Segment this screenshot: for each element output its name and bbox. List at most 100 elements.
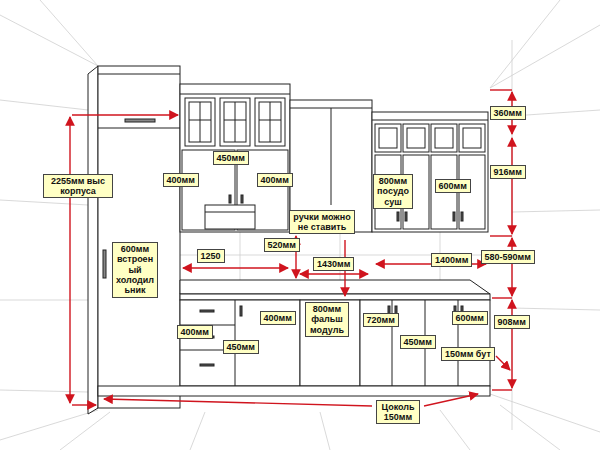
cabinets-part bbox=[224, 120, 246, 121]
cabinets-part bbox=[379, 128, 397, 148]
room-grid-part bbox=[0, 15, 98, 66]
dimension-text: 800мм фальш модуль bbox=[309, 304, 345, 335]
dimension-label: 1250 bbox=[197, 249, 225, 263]
cabinets-part bbox=[200, 364, 214, 366]
dimension-label: 450мм bbox=[400, 335, 436, 349]
room-grid-part bbox=[60, 412, 110, 450]
room-grid-part bbox=[320, 412, 330, 450]
dimension-label: 450мм bbox=[213, 151, 249, 165]
cabinets-part bbox=[431, 124, 457, 152]
dimension-label: 908мм bbox=[494, 315, 530, 329]
dimension-lines-part bbox=[72, 404, 96, 405]
cabinets-part bbox=[98, 74, 180, 75]
cabinets-part bbox=[189, 102, 211, 142]
dimension-label: 150мм бут bbox=[441, 347, 495, 361]
cabinets-part bbox=[435, 128, 453, 148]
dimension-text: 2255мм выс корпуса bbox=[47, 176, 109, 197]
cabinets-part bbox=[372, 120, 488, 121]
dimension-text: Цоколь 150мм bbox=[380, 402, 416, 423]
dimension-lines-part bbox=[424, 394, 478, 406]
room-grid-part bbox=[40, 0, 98, 66]
dimension-lines bbox=[70, 90, 512, 406]
room-grid-part bbox=[440, 410, 470, 450]
cabinets-part bbox=[189, 120, 211, 121]
dimension-label: ручки можно не ставить bbox=[289, 210, 355, 235]
cabinets-part bbox=[224, 102, 246, 142]
cabinets-part bbox=[180, 300, 300, 386]
dimension-label: 1400мм bbox=[431, 253, 472, 267]
room-grid-part bbox=[500, 405, 560, 450]
cabinets-part bbox=[397, 212, 399, 221]
cabinets-part bbox=[180, 84, 290, 232]
dimension-text: 800мм посудо суш bbox=[377, 176, 409, 207]
cabinets-part bbox=[403, 124, 429, 152]
cabinets-part bbox=[259, 120, 281, 121]
cabinets-part bbox=[259, 102, 281, 142]
dimension-label: 450мм bbox=[223, 340, 259, 354]
dimension-label: 2255мм выс корпуса bbox=[43, 174, 113, 199]
dimension-text: 1400мм bbox=[435, 255, 468, 265]
dimension-label: 400мм bbox=[257, 173, 293, 187]
room-grid-part bbox=[0, 100, 88, 110]
room-grid-part bbox=[512, 40, 513, 430]
room-grid-part bbox=[490, 25, 600, 88]
cabinets-part bbox=[205, 205, 255, 229]
room-grid-part bbox=[190, 412, 205, 450]
cabinets-part bbox=[229, 195, 231, 203]
cabinets-part bbox=[241, 195, 243, 203]
cabinets-part bbox=[459, 124, 485, 152]
cabinets-part bbox=[98, 386, 490, 396]
cabinets-part bbox=[180, 294, 490, 300]
room-grid-part bbox=[0, 200, 88, 205]
room-grid-part bbox=[0, 390, 88, 392]
dimension-label: 916мм bbox=[490, 165, 526, 179]
dimension-label: 360мм bbox=[490, 106, 526, 120]
cabinets-part bbox=[453, 212, 455, 221]
cabinets-part bbox=[200, 102, 201, 142]
dimension-label: 600мм bbox=[435, 179, 471, 193]
cabinets-part bbox=[205, 212, 255, 213]
cabinets-part bbox=[98, 66, 180, 408]
cabinets-part bbox=[180, 280, 490, 294]
dimension-lines-part bbox=[492, 389, 512, 390]
dimension-text: 916мм bbox=[494, 167, 522, 177]
cabinets-part bbox=[185, 98, 215, 146]
dimension-text: 400мм bbox=[167, 175, 195, 185]
dimension-text: 908мм bbox=[498, 317, 526, 327]
dimension-text: 1250 bbox=[201, 251, 221, 261]
dimension-text: 600мм встроен ый холодил ьник bbox=[116, 244, 154, 296]
dimension-text: 400мм bbox=[181, 327, 209, 337]
dimension-text: 1430мм bbox=[317, 259, 350, 269]
dimension-text: 450мм bbox=[227, 342, 255, 352]
cabinets-part bbox=[360, 300, 490, 386]
dimension-lines-part bbox=[104, 399, 372, 406]
cabinets-part bbox=[125, 119, 155, 122]
cabinets-part bbox=[98, 128, 180, 129]
room-grid-part bbox=[0, 410, 98, 440]
dimension-label: 400мм bbox=[163, 173, 199, 187]
dimension-text: 150мм бут bbox=[445, 349, 491, 359]
dimension-lines-part bbox=[511, 238, 512, 296]
dimension-label: 520мм bbox=[264, 238, 300, 252]
dimension-lines-part bbox=[490, 89, 512, 90]
dimension-lines-part bbox=[511, 138, 512, 234]
dimension-text: 450мм bbox=[217, 153, 245, 163]
dimension-label: 400мм bbox=[177, 325, 213, 339]
dimension-lines-part bbox=[69, 117, 70, 403]
cabinets-part bbox=[300, 300, 360, 386]
cabinets-part bbox=[88, 66, 98, 414]
dimension-label: 600мм встроен ый холодил ьник bbox=[112, 242, 158, 298]
cabinets-part bbox=[290, 100, 372, 232]
cabinets-part bbox=[200, 310, 214, 312]
cabinets-part bbox=[372, 112, 488, 232]
room-grid-part bbox=[512, 308, 600, 310]
dimension-lines-part bbox=[492, 297, 512, 298]
cabinets-part bbox=[103, 250, 106, 278]
dimension-label: 1430мм bbox=[313, 257, 354, 271]
dimension-label: 800мм посудо суш bbox=[373, 174, 413, 209]
dimension-lines-part bbox=[511, 300, 512, 388]
cabinets-part bbox=[407, 128, 425, 148]
dimension-text: 600мм bbox=[456, 313, 484, 323]
dimension-text: 400мм bbox=[264, 313, 292, 323]
